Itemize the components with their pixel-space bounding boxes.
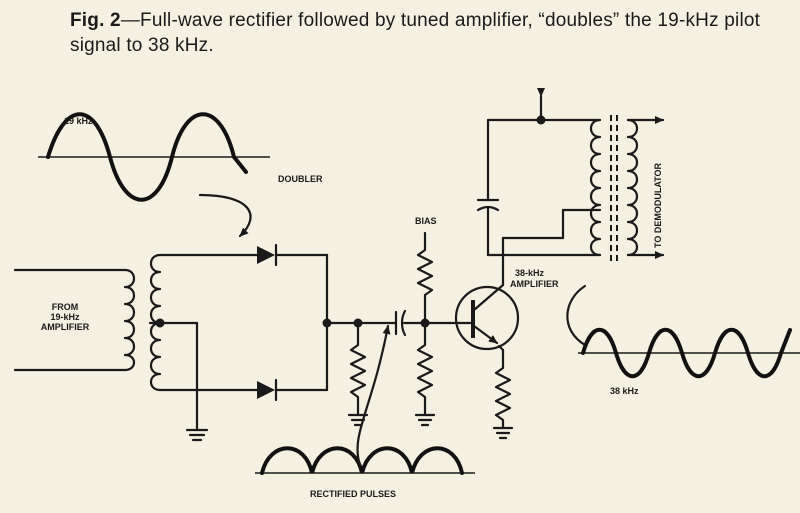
to-demodulator-label: TO DEMODULATOR xyxy=(653,163,663,248)
input-frequency-label: 19 kHz xyxy=(64,116,93,126)
output-pointer xyxy=(566,284,587,347)
load-resistor xyxy=(347,321,369,427)
bias-label: BIAS xyxy=(415,216,437,226)
from-amp-line3: AMPLIFIER xyxy=(41,322,90,332)
from-amp-line2: 19-kHz xyxy=(50,312,80,322)
amp-label-line1: 38-kHz xyxy=(515,268,545,278)
from-amp-line1: FROM xyxy=(52,302,79,312)
bias-resistor-top xyxy=(416,231,434,325)
caption-text: —Full-wave rectifier followed by tuned a… xyxy=(70,10,761,56)
bias-resistor-bottom xyxy=(414,321,436,427)
figure-label: Fig. 2 xyxy=(70,10,121,31)
ground-symbol xyxy=(185,428,209,442)
rectified-pulses-label: RECTIFIED PULSES xyxy=(310,489,396,499)
center-tapped-secondary xyxy=(148,253,199,432)
top-diode xyxy=(188,243,329,267)
rectified-pulses-waveform xyxy=(255,446,475,475)
rectified-pointer xyxy=(356,324,391,467)
output-waveform xyxy=(578,328,800,378)
amp-label-line2: AMPLIFIER xyxy=(510,279,559,289)
doubler-pointer xyxy=(198,193,252,238)
tuned-tank xyxy=(476,88,665,262)
output-frequency-label: 38 kHz xyxy=(610,386,639,396)
doubler-label: DOUBLER xyxy=(278,174,323,184)
emitter-resistor xyxy=(492,348,514,440)
figure-caption: Fig. 2—Full-wave rectifier followed by t… xyxy=(70,8,770,58)
input-waveform xyxy=(38,112,270,202)
input-transformer-primary xyxy=(13,268,136,372)
transistor xyxy=(454,248,520,352)
bottom-diode xyxy=(188,378,329,402)
